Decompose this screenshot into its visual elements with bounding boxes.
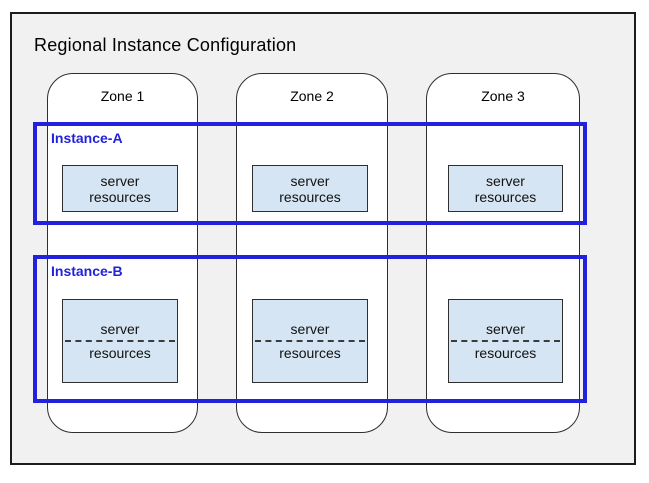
- server-box-line1: server: [290, 321, 330, 337]
- server-resources-box-a3: server resources: [448, 165, 563, 212]
- dashed-divider: [65, 340, 175, 342]
- dashed-divider: [255, 340, 365, 342]
- server-box-line1: server: [486, 321, 525, 337]
- server-box-line1: server: [290, 172, 330, 189]
- server-resources-box-a1: server resources: [62, 165, 178, 212]
- zone-3-label: Zone 3: [481, 88, 525, 104]
- zone-2-label: Zone 2: [290, 88, 334, 104]
- dashed-divider: [451, 340, 560, 342]
- server-box-line2: resources: [89, 188, 151, 205]
- zone-1-label: Zone 1: [100, 88, 145, 104]
- diagram-title: Regional Instance Configuration: [34, 35, 297, 55]
- server-box-line2: resources: [89, 345, 151, 361]
- server-box-line2: resources: [474, 345, 537, 361]
- server-box-line1: server: [486, 172, 525, 189]
- server-box-line2: resources: [474, 188, 537, 205]
- server-box-line2: resources: [279, 345, 341, 361]
- server-resources-box-a2: server resources: [252, 165, 368, 212]
- server-box-line1: server: [100, 172, 140, 189]
- instance-b-boundary: Instance-B: [33, 255, 587, 403]
- server-resources-box-b2: server resources: [252, 299, 368, 383]
- server-box-line2: resources: [279, 188, 341, 205]
- server-box-line1: server: [100, 321, 140, 337]
- server-resources-box-b3: server resources: [448, 299, 563, 383]
- instance-a-label: Instance-A: [51, 130, 123, 146]
- instance-a-boundary: Instance-A: [33, 122, 587, 225]
- server-resources-box-b1: server resources: [62, 299, 178, 383]
- instance-b-label: Instance-B: [51, 263, 123, 279]
